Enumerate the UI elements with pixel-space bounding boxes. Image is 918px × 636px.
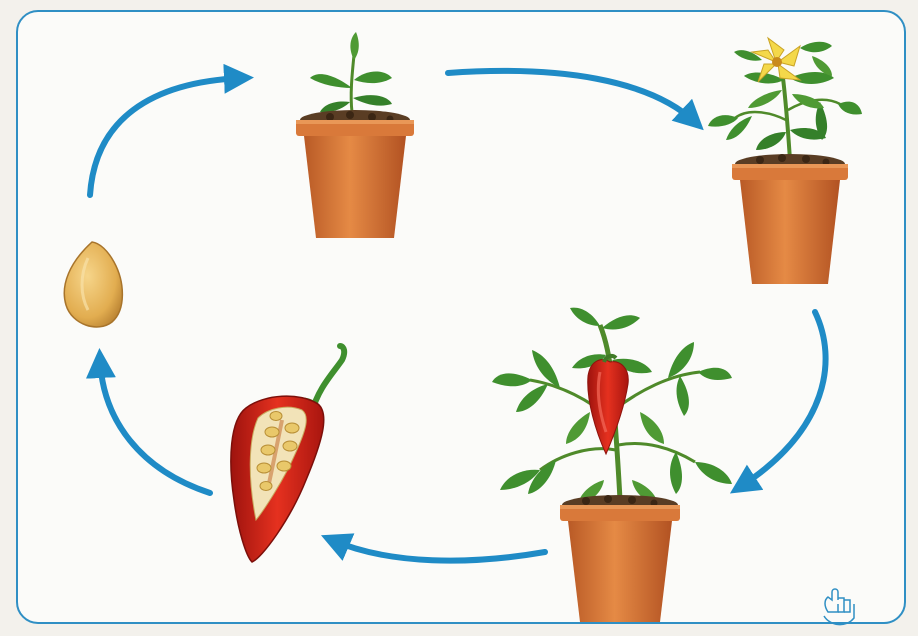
- pointing-hand-icon: [824, 589, 854, 625]
- flowering-plant-icon: [708, 38, 862, 284]
- arrow-fruiting-to-fruit: [332, 540, 545, 561]
- seed-icon: [64, 242, 122, 327]
- arrow-seed-to-seedling: [90, 78, 242, 195]
- pepper-fruit: [588, 356, 629, 454]
- arrow-fruit-to-seed: [100, 360, 210, 493]
- cut-pepper-icon: [231, 346, 344, 562]
- cycle-arrows: [90, 71, 826, 561]
- pepper-plant-icon: [492, 308, 732, 622]
- arrow-flowering-to-fruiting: [740, 312, 826, 487]
- arrow-seedling-to-flowering: [448, 71, 695, 122]
- seedling-pot-icon: [296, 32, 414, 238]
